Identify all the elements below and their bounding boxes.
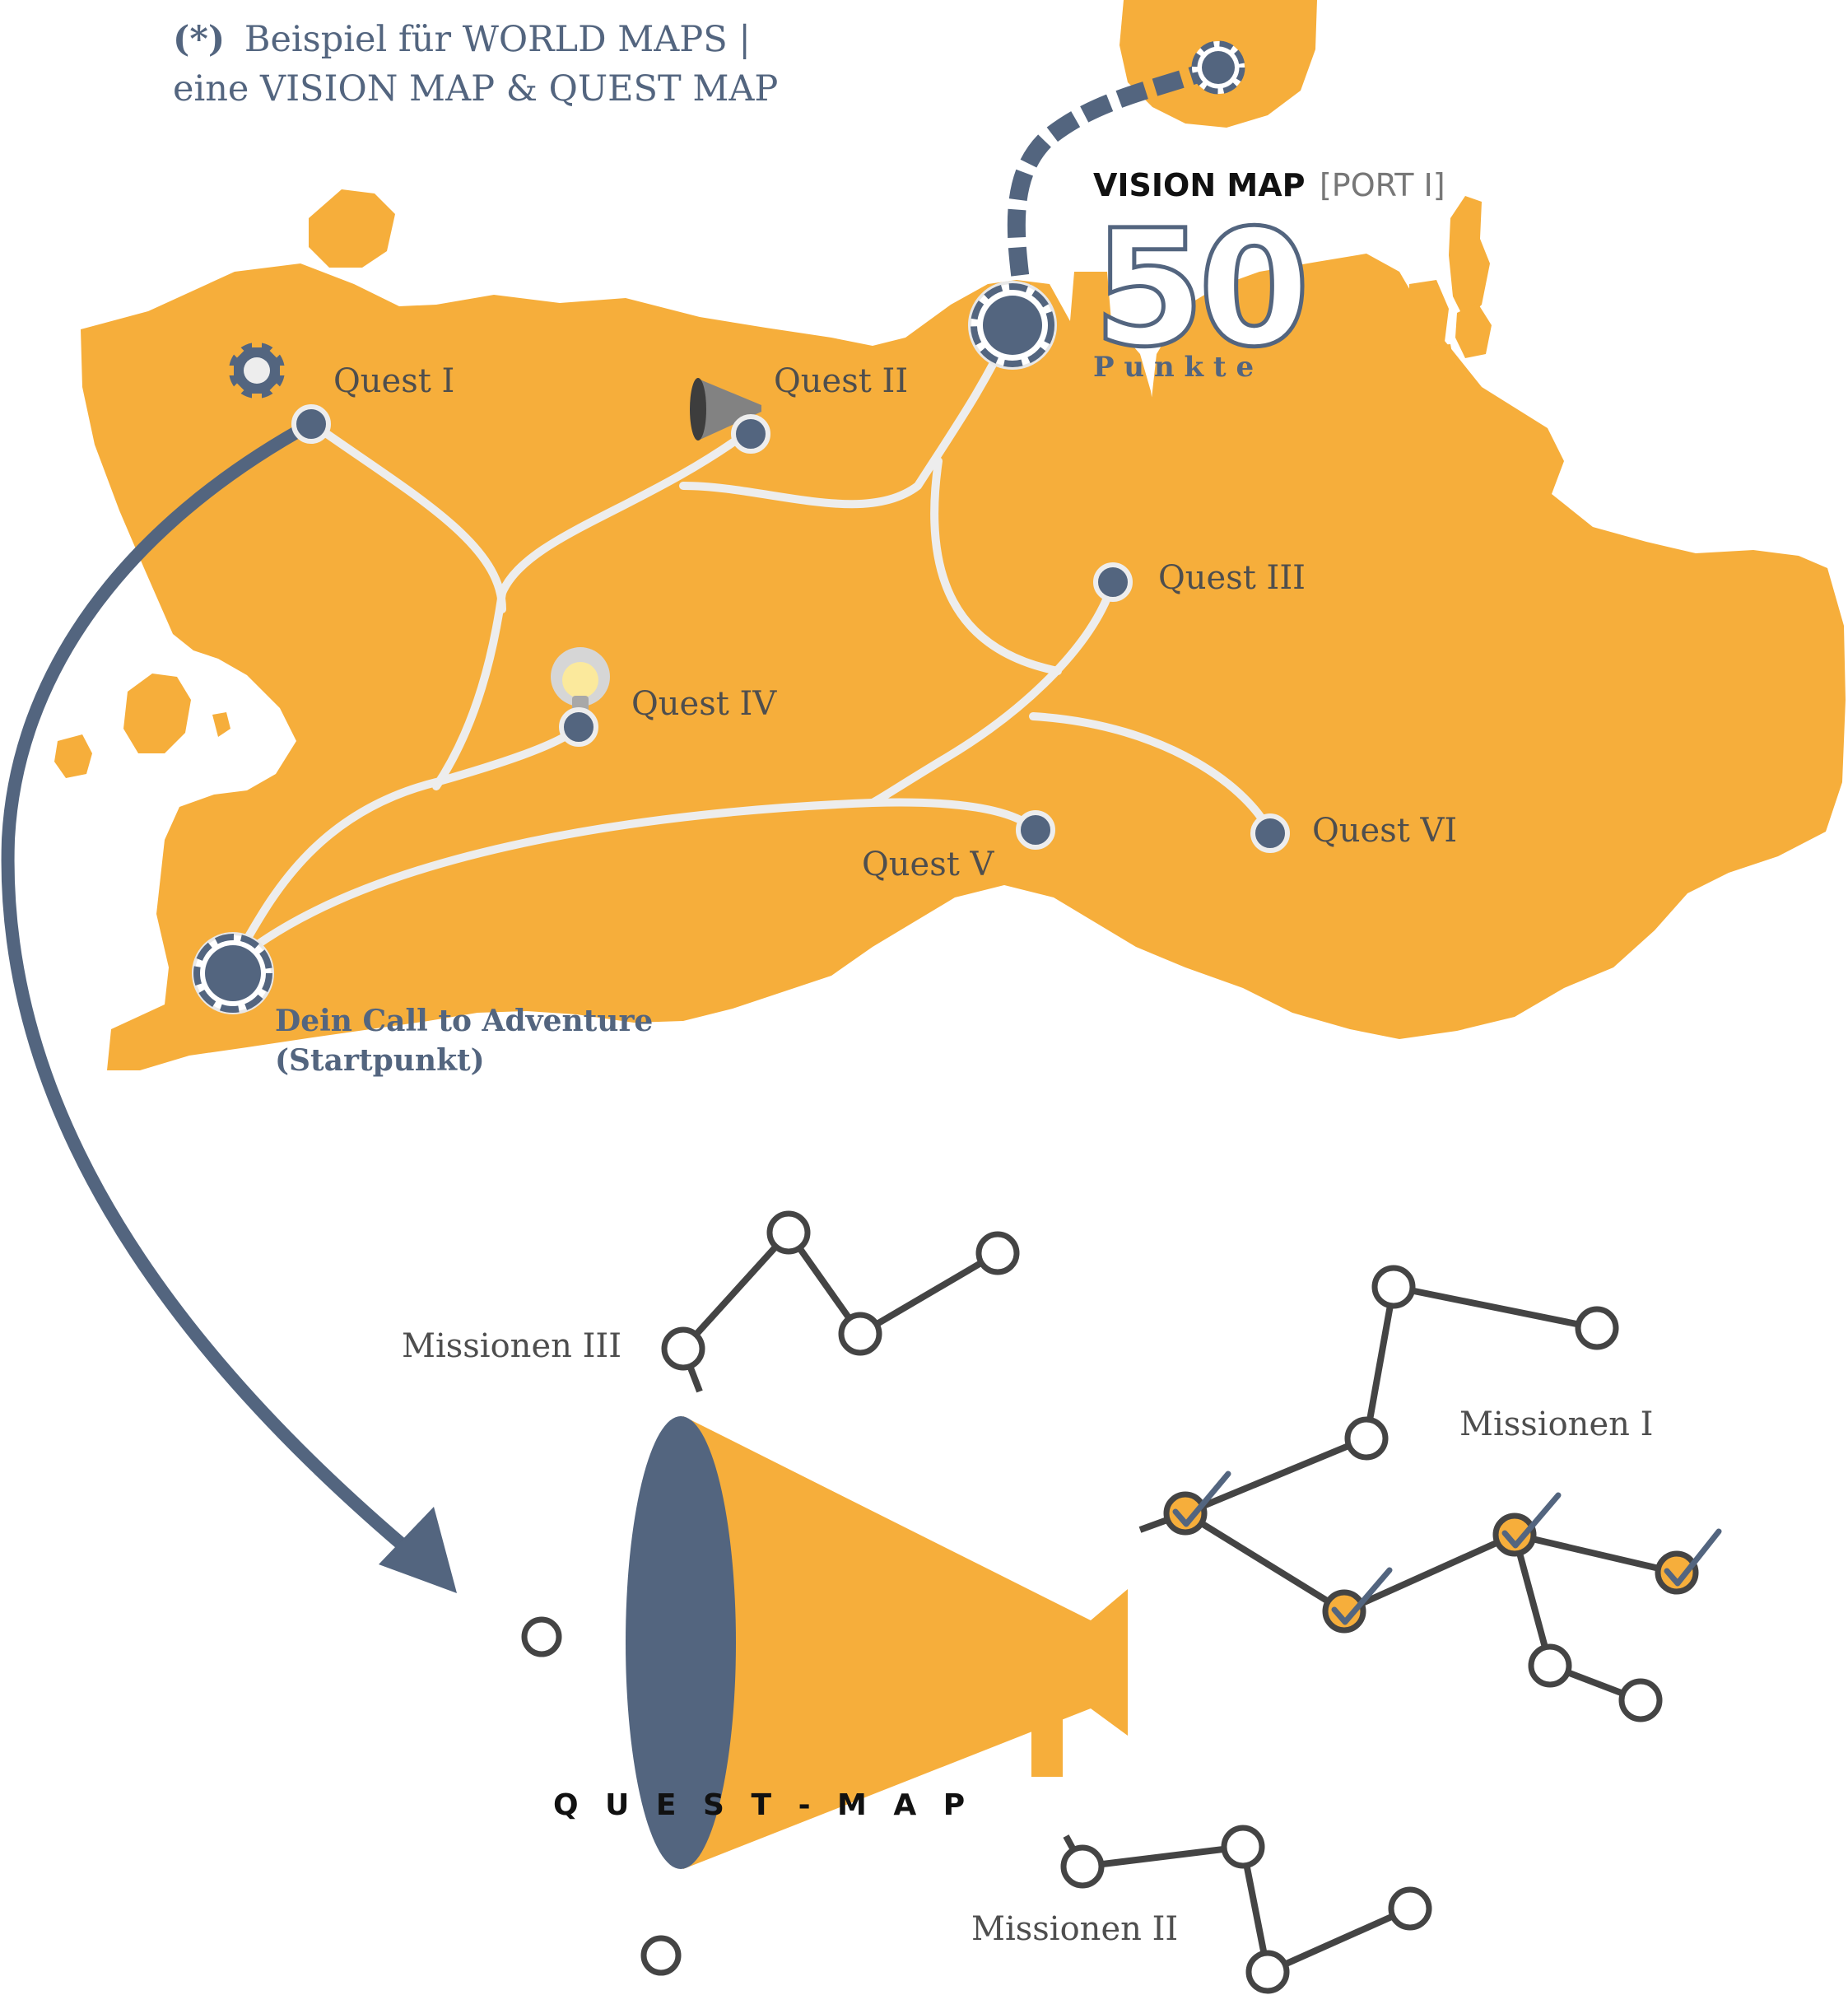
mission-node[interactable] bbox=[1528, 1643, 1572, 1688]
path-mid-q6 bbox=[1029, 712, 1274, 837]
path-start-q5 bbox=[229, 798, 1040, 967]
island-east-1 bbox=[1409, 280, 1449, 350]
mission-node[interactable] bbox=[661, 1326, 705, 1371]
quest-map-label: Q U E S T - M A P bbox=[553, 1788, 973, 1822]
checkmark-icon bbox=[1331, 1567, 1393, 1625]
mission-node[interactable] bbox=[1388, 1886, 1432, 1931]
mission-node[interactable] bbox=[1618, 1678, 1663, 1722]
quest-6-label: Quest VI bbox=[1312, 812, 1457, 850]
quest-3-label: Quest III bbox=[1158, 559, 1306, 597]
quest-arrow-head bbox=[379, 1507, 457, 1593]
start-label-2: (Startpunkt) bbox=[275, 1043, 485, 1078]
mission-nodes bbox=[521, 1210, 1699, 1994]
mission-node[interactable] bbox=[1575, 1306, 1619, 1350]
vision-route-dashed bbox=[1007, 58, 1220, 315]
start-marker[interactable] bbox=[192, 932, 274, 1014]
island-west-2 bbox=[54, 734, 92, 778]
checkmark-icon bbox=[1664, 1528, 1722, 1587]
header-text-1: Beispiel für WORLD MAPS | bbox=[244, 19, 751, 60]
mission-node-loose[interactable] bbox=[521, 1616, 562, 1657]
north-target-marker[interactable] bbox=[1191, 40, 1245, 95]
path-start-q4 bbox=[229, 723, 583, 967]
quest-dots bbox=[291, 404, 1290, 853]
island-east-2 bbox=[1455, 303, 1492, 358]
vision-title: VISION MAP bbox=[1093, 167, 1305, 203]
vision-points-label: P u n k t e bbox=[1093, 351, 1254, 384]
quest-1-label: Quest I bbox=[333, 362, 454, 400]
checkmark-icon bbox=[1501, 1492, 1562, 1549]
path-junction-q2 bbox=[498, 426, 755, 597]
mission-node-done[interactable] bbox=[1492, 1513, 1537, 1557]
missions-1-links-a bbox=[1184, 1283, 1598, 1517]
island-west-1 bbox=[123, 674, 191, 753]
path-q3-mid bbox=[868, 578, 1117, 807]
path-junction-vision bbox=[679, 321, 1017, 509]
vision-points-value: 50 bbox=[1093, 195, 1303, 382]
island-east-3 bbox=[1429, 344, 1455, 380]
missions-1-links-b bbox=[1183, 1510, 1678, 1615]
quest-5-dot[interactable] bbox=[1016, 810, 1055, 850]
missions-2-links bbox=[1082, 1843, 1412, 1977]
lightbulb-icon bbox=[551, 647, 610, 719]
quest-1-dot[interactable] bbox=[291, 404, 331, 444]
island-east-strip bbox=[1449, 196, 1490, 321]
quest-path-network bbox=[229, 321, 1274, 967]
quest-4-label: Quest IV bbox=[631, 685, 777, 723]
island-west-3 bbox=[212, 712, 230, 737]
landmass-group bbox=[54, 0, 1846, 1070]
quest-2-label: Quest II bbox=[774, 362, 908, 400]
checkmark-icon bbox=[1172, 1471, 1231, 1527]
missions-3-links bbox=[681, 1227, 1000, 1351]
header-line-2: eine VISION MAP & QUEST MAP bbox=[173, 68, 778, 110]
mission-node[interactable] bbox=[838, 1312, 882, 1356]
mission-node[interactable] bbox=[1060, 1844, 1105, 1889]
gear-icon bbox=[224, 338, 290, 403]
quest-3-dot[interactable] bbox=[1093, 562, 1133, 602]
quest-4-dot[interactable] bbox=[559, 707, 598, 747]
mission-node-done[interactable] bbox=[1655, 1550, 1699, 1595]
quest-map-megaphone bbox=[626, 1416, 1128, 1869]
map-markers bbox=[192, 40, 1290, 1014]
main-continent bbox=[81, 254, 1846, 1070]
mission-node[interactable] bbox=[1221, 1825, 1265, 1869]
quest-2-dot[interactable] bbox=[731, 414, 770, 454]
path-start-junction bbox=[432, 589, 506, 790]
mission-node-done[interactable] bbox=[1322, 1589, 1366, 1634]
missions-1-label: Missionen I bbox=[1459, 1405, 1653, 1443]
header-marker: (*) bbox=[173, 19, 225, 60]
megaphone-icon bbox=[690, 378, 761, 440]
quest-arrow-curve bbox=[1, 417, 421, 1562]
header-line-1: (*) Beispiel für WORLD MAPS | bbox=[173, 19, 751, 60]
mission-node[interactable] bbox=[1344, 1416, 1389, 1461]
mission-node[interactable] bbox=[1245, 1950, 1290, 1994]
vision-marker[interactable] bbox=[968, 281, 1057, 370]
mission-node[interactable] bbox=[1371, 1265, 1416, 1309]
vision-port: [PORT I] bbox=[1320, 167, 1445, 203]
missions-3-label: Missionen III bbox=[402, 1327, 621, 1365]
missions-2-label: Missionen II bbox=[971, 1910, 1178, 1948]
quest-6-dot[interactable] bbox=[1250, 813, 1290, 853]
vision-title-line: VISION MAP [PORT I] bbox=[1093, 167, 1445, 203]
island-north-west bbox=[309, 189, 395, 268]
mission-node[interactable] bbox=[975, 1231, 1020, 1275]
start-label-1: Dein Call to Adventure bbox=[275, 1004, 653, 1038]
path-q1-junction bbox=[309, 420, 506, 613]
mission-node-done[interactable] bbox=[1163, 1491, 1208, 1536]
path-vision-branch bbox=[930, 457, 1062, 675]
checkmark-icons bbox=[1172, 1471, 1722, 1625]
mission-node-loose[interactable] bbox=[640, 1935, 682, 1976]
mission-node[interactable] bbox=[766, 1210, 811, 1255]
quest-5-label: Quest V bbox=[862, 846, 995, 883]
